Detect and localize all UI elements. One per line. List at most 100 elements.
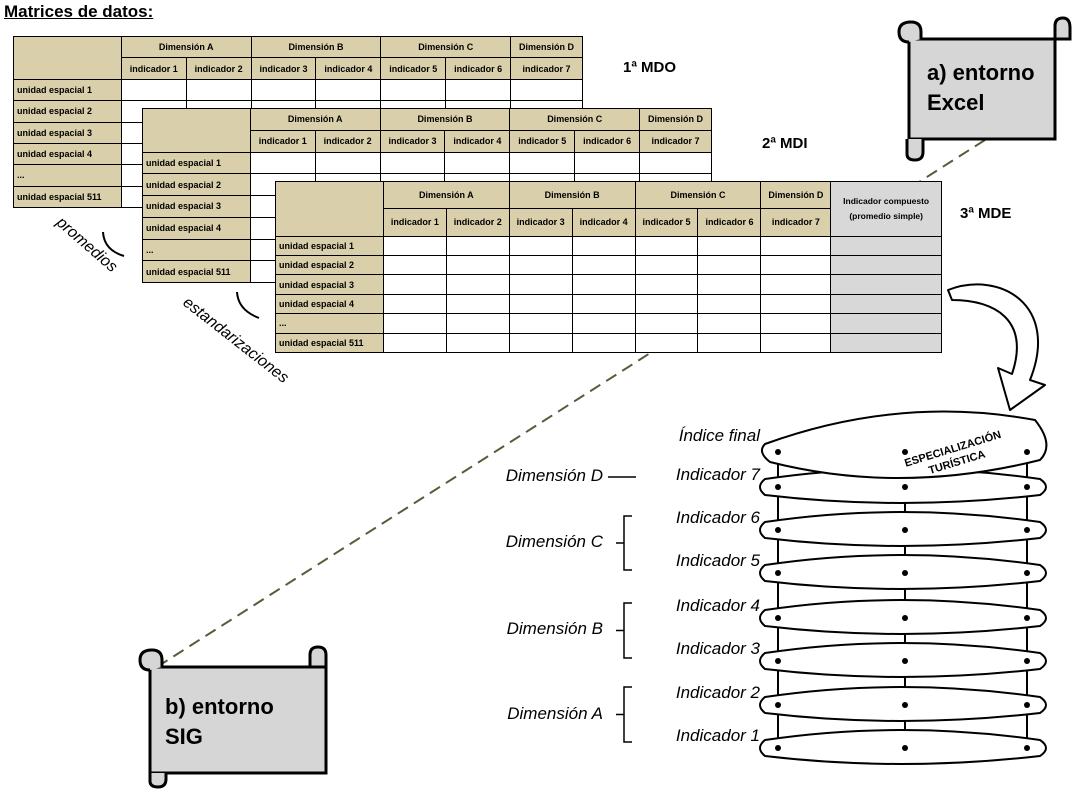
stack-layer-label: Indicador 7 (675, 465, 760, 484)
stack-node (775, 658, 781, 664)
table-row: unidad espacial 511 (275, 332, 942, 354)
stack-node (1024, 702, 1030, 708)
scroll-excel-line2: Excel (927, 90, 985, 115)
page-title: Matrices de datos: (4, 2, 154, 21)
stack-node (902, 658, 908, 664)
scroll-sig-icon (138, 645, 328, 789)
matrix-corner-cell (142, 108, 251, 153)
dimension-bracket (616, 515, 632, 571)
scroll-sig-line1: b) entorno (165, 694, 274, 719)
indicator-header: indicador 5 (380, 57, 447, 80)
indicator-header: indicador 4 (315, 57, 382, 80)
dimension-header: Dimensión A (382, 180, 510, 210)
composite-cell (830, 235, 942, 257)
row-header: ... (142, 238, 251, 262)
row-header: unidad espacial 3 (275, 274, 384, 295)
indicator-header: indicador 3 (508, 208, 573, 237)
indicator-header: indicador 2 (314, 129, 381, 153)
stack-node (1024, 570, 1030, 576)
stack-dimension-label: Dimensión D (505, 466, 603, 485)
stack-node (775, 570, 781, 576)
table-row: ... (275, 313, 942, 334)
indicator-header: indicador 1 (120, 57, 187, 80)
stack-node (775, 745, 781, 751)
stack-node (1024, 745, 1030, 751)
stack-node (902, 449, 908, 455)
stack-dimension-label: Dimensión A (507, 704, 603, 723)
table-row: unidad espacial 1 (275, 235, 942, 257)
stack-layer-label: Indicador 3 (675, 639, 760, 658)
stack-top-layer (760, 410, 1048, 479)
scroll-sig-line2: SIG (165, 724, 203, 749)
scroll-excel-text: a) entorno Excel (927, 58, 1035, 118)
dimension-header: Dimensión D (639, 108, 712, 131)
stack-node (1024, 449, 1030, 455)
stack-layer-label: Indicador 4 (675, 596, 760, 615)
table-cell (760, 332, 832, 354)
stack-node (1024, 527, 1030, 533)
stack-node (902, 527, 908, 533)
stack-node (775, 527, 781, 533)
indicator-header: indicador 2 (185, 57, 252, 80)
stack-layer-label: Indicador 2 (675, 683, 760, 702)
matrix-1-label: 1ª MDO (623, 59, 677, 76)
table-row: unidad espacial 2 (275, 255, 942, 276)
row-header: unidad espacial 1 (142, 151, 251, 175)
stack-node (775, 449, 781, 455)
composite-cell (830, 293, 942, 315)
stack-node (775, 615, 781, 621)
stack-node (902, 745, 908, 751)
scroll-sig-text: b) entorno SIG (165, 692, 274, 752)
dimension-bracket (616, 602, 632, 659)
scroll-excel-line1: a) entorno (927, 60, 1035, 85)
stack-layer-label: Indicador 5 (675, 551, 760, 570)
stack-layer-label: Indicador 6 (675, 508, 760, 527)
indicator-header: indicador 7 (760, 208, 832, 237)
stack-node (775, 484, 781, 490)
dimension-header: Dimensión A (120, 35, 252, 59)
stack-dimension-label: Dimensión B (506, 619, 603, 638)
stack-dimension-label: Dimensión C (505, 532, 603, 551)
row-header: unidad espacial 511 (275, 332, 384, 354)
dimension-header: Dimensión A (249, 108, 381, 131)
stack-node (902, 615, 908, 621)
table-row: unidad espacial 3 (275, 274, 942, 295)
row-header: unidad espacial 511 (13, 185, 122, 209)
dimension-bracket (616, 686, 632, 743)
matrix-corner-cell (13, 36, 122, 80)
row-header: unidad espacial 2 (275, 255, 384, 276)
dimension-header: Dimensión D (760, 180, 832, 210)
dimension-header: Dimensión B (379, 108, 511, 131)
matrix-3-label: 3ª MDE (960, 205, 1012, 222)
composite-cell (830, 255, 942, 276)
row-header: unidad espacial 1 (13, 78, 122, 102)
matrix-corner-cell (275, 181, 384, 237)
stack-layer-label: Indicador 1 (675, 726, 760, 745)
stack-node (902, 570, 908, 576)
dimension-header: Dimensión B (508, 180, 636, 210)
indicator-header: indicador 1 (382, 208, 447, 237)
indicator-header: indicador 6 (697, 208, 762, 237)
composite-cell (830, 332, 942, 354)
stack-node (1024, 484, 1030, 490)
indicator-header: indicador 4 (571, 208, 636, 237)
matrix-2-label: 2ª MDI (762, 135, 808, 152)
dimension-header: Dimensión D (510, 35, 583, 59)
row-header: unidad espacial 511 (142, 260, 251, 283)
composite-cell (830, 313, 942, 334)
indicator-header: indicador 1 (249, 129, 316, 153)
scroll-excel-icon (897, 16, 1072, 162)
dimension-header: Dimensión B (250, 35, 382, 59)
row-header: unidad espacial 2 (13, 100, 122, 123)
indicator-header: indicador 2 (445, 208, 510, 237)
composite-indicator-header: Indicador compuesto (promedio simple) (830, 181, 942, 237)
indicator-header: indicador 5 (634, 208, 699, 237)
stack-node (902, 702, 908, 708)
row-header: ... (275, 313, 384, 334)
indicator-header: indicador 6 (574, 129, 641, 153)
stack-layer-label: Índice final (678, 426, 760, 445)
